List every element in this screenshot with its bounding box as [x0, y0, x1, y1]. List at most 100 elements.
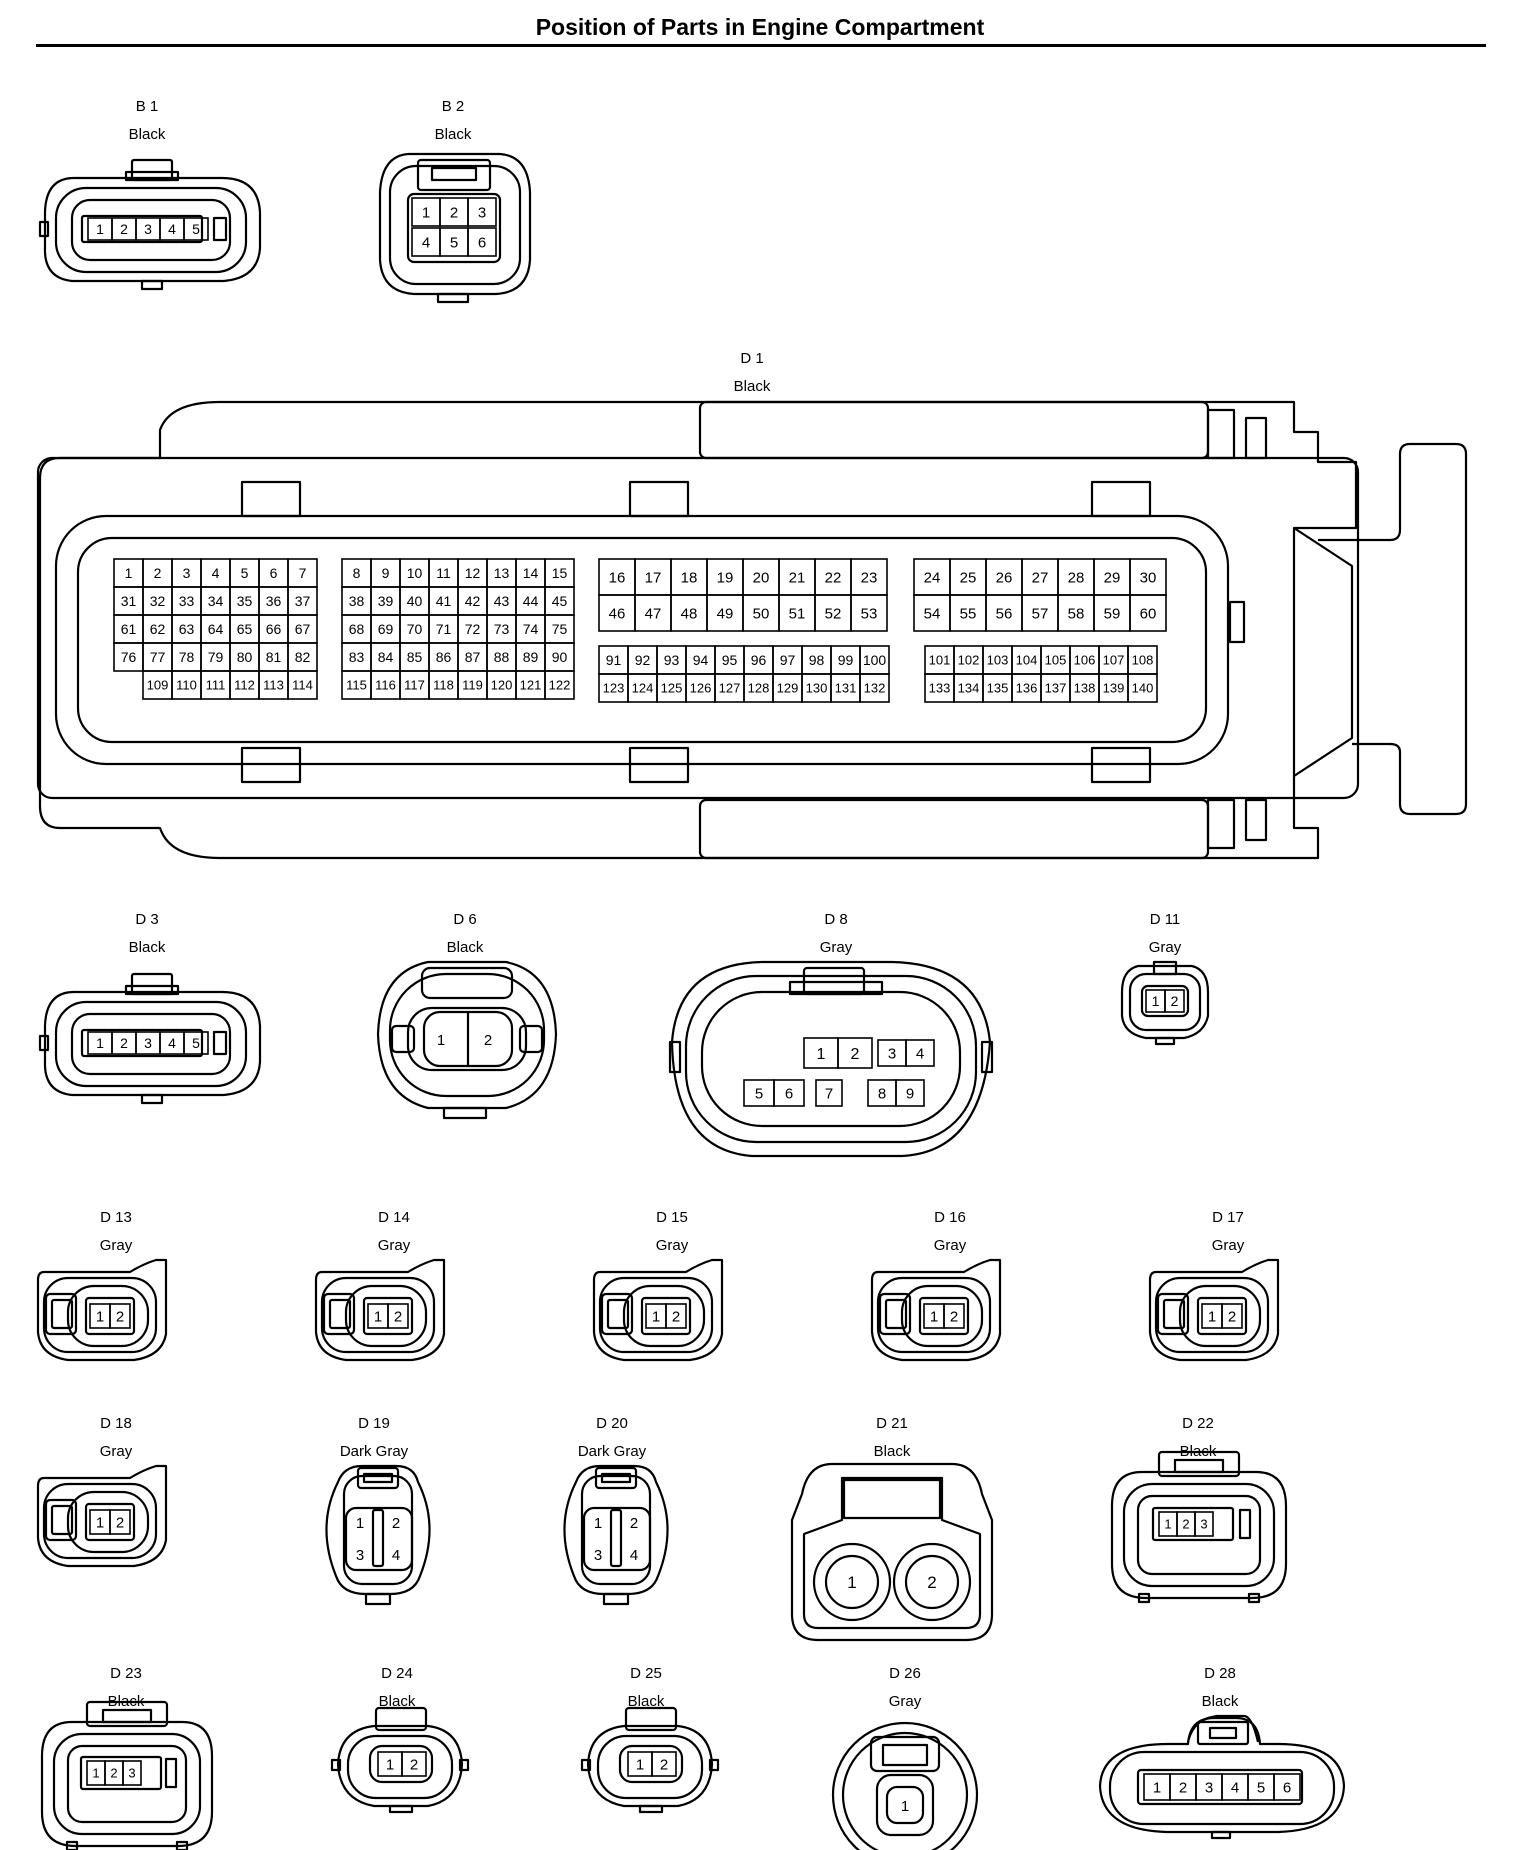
svg-text:111: 111 [206, 678, 226, 693]
d3-pin-5: 5 [183, 1031, 209, 1055]
svg-text:107: 107 [1103, 653, 1125, 668]
svg-text:93: 93 [664, 652, 680, 668]
d1-pin-77: 77 [142, 642, 173, 672]
svg-text:67: 67 [295, 621, 311, 637]
svg-text:4: 4 [168, 1035, 176, 1051]
connector-d16 [870, 1258, 1002, 1362]
svg-text:3: 3 [144, 1035, 152, 1051]
d1-pin-82: 82 [287, 642, 318, 672]
d1-pin-111: 111 [200, 670, 231, 700]
connector-b1 [38, 158, 262, 291]
d1-pin-6: 6 [258, 558, 289, 588]
svg-text:33: 33 [179, 593, 195, 609]
d23-pin-2: 2 [104, 1760, 124, 1786]
d1-pin-114: 114 [287, 670, 318, 700]
svg-text:52: 52 [825, 605, 842, 622]
svg-text:48: 48 [681, 605, 698, 622]
d1-pin-110: 110 [171, 670, 202, 700]
d1-pin-116: 116 [370, 670, 401, 700]
d15-pin-1: 1 [645, 1303, 667, 1329]
d1-pin-57: 57 [1021, 594, 1059, 632]
d1-pin-119: 119 [457, 670, 488, 700]
svg-text:133: 133 [929, 681, 951, 696]
d18-pin-1: 1 [89, 1509, 111, 1535]
svg-text:106: 106 [1074, 653, 1096, 668]
connector-d8 [668, 960, 994, 1158]
connector-d1 [36, 400, 1468, 860]
svg-text:84: 84 [378, 649, 394, 665]
svg-text:26: 26 [996, 569, 1013, 586]
svg-text:121: 121 [520, 678, 542, 693]
d1-pin-91: 91 [598, 645, 629, 675]
svg-text:1: 1 [652, 1308, 660, 1325]
svg-text:56: 56 [996, 605, 1013, 622]
connector-d11-color: Gray [1149, 939, 1182, 956]
connector-d26-color: Gray [889, 1693, 922, 1710]
connector-d6-id: D 6 [453, 911, 476, 928]
connector-d8-id: D 8 [824, 911, 847, 928]
svg-text:17: 17 [645, 569, 662, 586]
d1-pin-40: 40 [399, 586, 430, 616]
d1-pin-99: 99 [830, 645, 861, 675]
d1-pin-74: 74 [515, 614, 546, 644]
svg-text:96: 96 [751, 652, 767, 668]
d1-pin-70: 70 [399, 614, 430, 644]
d1-pin-20: 20 [742, 558, 780, 596]
svg-text:27: 27 [1032, 569, 1049, 586]
svg-text:2: 2 [116, 1514, 124, 1531]
svg-text:23: 23 [861, 569, 878, 586]
svg-text:123: 123 [603, 681, 625, 696]
svg-text:98: 98 [809, 652, 825, 668]
connector-d3-id: D 3 [135, 911, 158, 928]
svg-text:1: 1 [1153, 1779, 1161, 1796]
svg-text:112: 112 [234, 678, 255, 693]
d1-pin-35: 35 [229, 586, 260, 616]
d1-pin-9: 9 [370, 558, 401, 588]
d1-pin-30: 30 [1129, 558, 1167, 596]
b1-pin-4: 4 [159, 217, 185, 241]
d1-pin-93: 93 [656, 645, 687, 675]
d8-pin-2: 2 [837, 1037, 873, 1069]
svg-text:4: 4 [916, 1045, 924, 1062]
connector-d13-id: D 13 [100, 1209, 132, 1226]
svg-text:9: 9 [382, 565, 390, 581]
svg-text:29: 29 [1104, 569, 1121, 586]
d1-pin-94: 94 [685, 645, 716, 675]
svg-text:135: 135 [987, 681, 1009, 696]
svg-text:81: 81 [266, 649, 282, 665]
connector-b2 [378, 152, 532, 304]
d8-pin-9: 9 [895, 1079, 925, 1107]
svg-text:3: 3 [1205, 1779, 1213, 1796]
d1-pin-67: 67 [287, 614, 318, 644]
svg-text:22: 22 [825, 569, 842, 586]
d3-pin-4: 4 [159, 1031, 185, 1055]
d1-pin-139: 139 [1098, 673, 1129, 703]
d1-pin-62: 62 [142, 614, 173, 644]
d1-pin-101: 101 [924, 645, 955, 675]
d1-pin-10: 10 [399, 558, 430, 588]
d1-pin-59: 59 [1093, 594, 1131, 632]
d3-pin-2: 2 [111, 1031, 137, 1055]
d1-pin-38: 38 [341, 586, 372, 616]
connector-d14-id: D 14 [378, 1209, 410, 1226]
d1-pin-64: 64 [200, 614, 231, 644]
d3-pin-3: 3 [135, 1031, 161, 1055]
svg-text:34: 34 [208, 593, 224, 609]
d1-pin-104: 104 [1011, 645, 1042, 675]
svg-text:2: 2 [1171, 993, 1179, 1009]
d1-pin-48: 48 [670, 594, 708, 632]
svg-text:2: 2 [394, 1308, 402, 1325]
svg-text:68: 68 [349, 621, 365, 637]
svg-text:10: 10 [407, 565, 423, 581]
svg-text:13: 13 [494, 565, 510, 581]
svg-text:50: 50 [753, 605, 770, 622]
svg-text:1: 1 [1152, 993, 1160, 1009]
svg-text:3: 3 [888, 1045, 896, 1062]
svg-text:4: 4 [1231, 1779, 1239, 1796]
svg-text:91: 91 [606, 652, 622, 668]
d1-pin-56: 56 [985, 594, 1023, 632]
connector-d3 [38, 972, 262, 1105]
d19-pin-3: 3 [356, 1547, 364, 1564]
svg-text:102: 102 [958, 653, 980, 668]
d1-pin-13: 13 [486, 558, 517, 588]
